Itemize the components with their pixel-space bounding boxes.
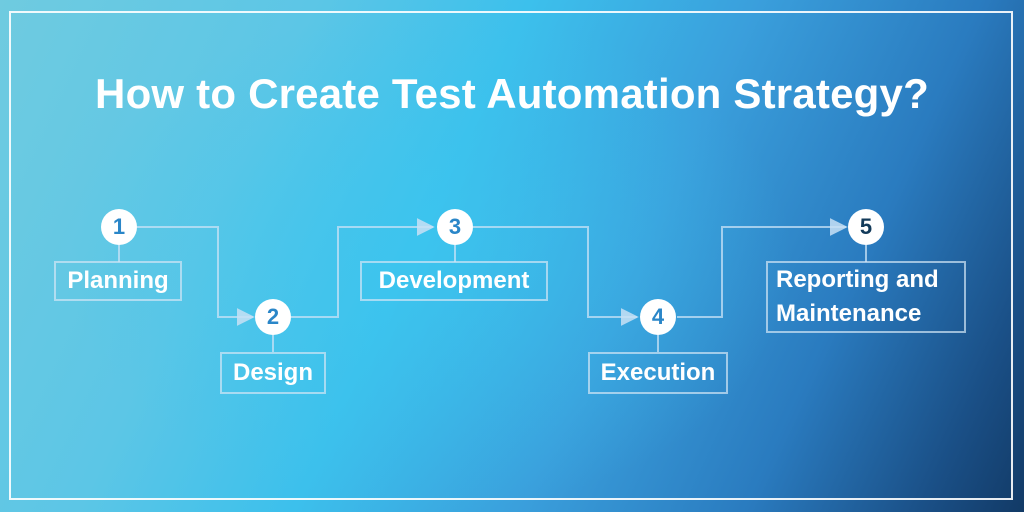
border-frame [9,11,1013,500]
step-2-label: Design [220,352,326,394]
step-4-number: 4 [640,299,676,335]
step-2-number: 2 [255,299,291,335]
step-5-number: 5 [848,209,884,245]
step-3-number: 3 [437,209,473,245]
page-title: How to Create Test Automation Strategy? [95,70,929,117]
step-3-label: Development [360,261,548,301]
step-1-label: Planning [54,261,182,301]
step-5-label: Reporting and Maintenance [766,261,966,333]
step-5-label-line2: Maintenance [776,300,922,327]
step-5-label-line1: Reporting and [776,266,939,293]
step-4-label: Execution [588,352,728,394]
step-1-number: 1 [101,209,137,245]
